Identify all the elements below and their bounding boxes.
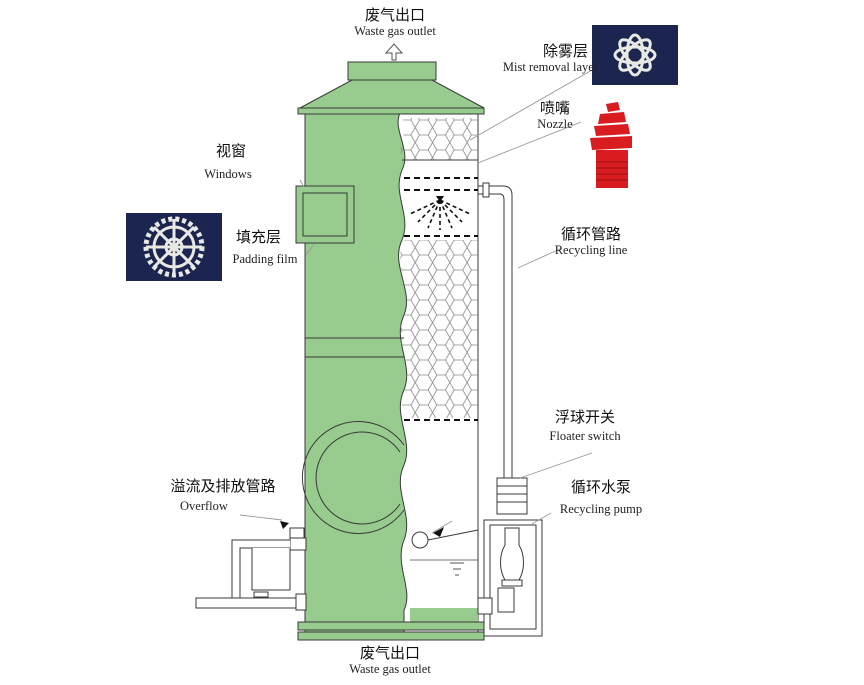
label-bottom-outlet-en: Waste gas outlet: [349, 662, 431, 676]
mist-eliminator-photo: [592, 25, 678, 85]
label-pump: 循环水泵 Recycling pump: [546, 478, 656, 517]
window-inner: [302, 192, 348, 237]
leader-lines: [239, 69, 593, 534]
label-mist-layer-en: Mist removal layer: [502, 60, 598, 74]
recycling-pipe: [478, 182, 513, 478]
label-pump-en: Recycling pump: [559, 502, 643, 516]
outlet-flange: [347, 61, 437, 81]
floater-ball: [411, 531, 429, 549]
label-recycle-line-zh: 循环管路: [560, 225, 621, 243]
overflow-piping: [195, 527, 307, 611]
label-window-zh: 视窗: [216, 142, 247, 160]
mist-removal-layer: [400, 118, 478, 160]
label-bottom-outlet: 废气出口 Waste gas outlet: [320, 644, 460, 677]
label-overflow-zh: 溢流及排放管路: [170, 477, 276, 495]
label-recycle-line-en: Recycling line: [554, 243, 628, 257]
label-overflow-en: Overflow: [180, 499, 228, 513]
label-nozzle-zh: 喷嘴: [539, 99, 570, 117]
up-arrow-outline-icon: [384, 43, 404, 61]
label-top-outlet: 废气出口 Waste gas outlet: [325, 6, 465, 39]
recycling-pump: [477, 477, 543, 637]
label-top-outlet-en: Waste gas outlet: [354, 24, 436, 38]
spiral-nozzle-photo: [586, 100, 636, 192]
label-packing-zh: 填充层: [236, 228, 282, 246]
spray-zone-dashes: [404, 177, 478, 421]
packing-media-photo: [126, 213, 222, 281]
label-floater: 浮球开关 Floater switch: [530, 408, 640, 444]
label-floater-en: Floater switch: [549, 429, 621, 443]
spray-cone-icon: [409, 199, 471, 230]
window-outer: [295, 185, 355, 244]
label-window-en: Windows: [204, 167, 252, 181]
label-nozzle: 喷嘴 Nozzle: [520, 99, 590, 132]
label-overflow: 溢流及排放管路 Overflow: [156, 477, 290, 514]
tower-body: [304, 112, 408, 641]
tower-cone: [299, 79, 485, 109]
label-mist-layer-zh: 除雾层: [542, 42, 588, 60]
label-window: 视窗 Windows: [188, 142, 268, 182]
label-pump-zh: 循环水泵: [570, 478, 631, 496]
packing-layer: [400, 240, 478, 418]
label-top-outlet-zh: 废气出口: [364, 6, 425, 24]
label-mist-layer: 除雾层 Mist removal layer: [476, 42, 598, 75]
label-nozzle-en: Nozzle: [537, 117, 573, 131]
label-recycle-line: 循环管路 Recycling line: [536, 225, 646, 258]
label-bottom-outlet-zh: 废气出口: [359, 644, 420, 662]
label-floater-zh: 浮球开关: [554, 408, 615, 426]
black-triangle-pointer-icon: [280, 521, 289, 529]
label-packing-en: Padding film: [232, 252, 298, 266]
manhole-hatch: [301, 421, 405, 534]
label-packing: 填充层 Padding film: [222, 228, 308, 267]
